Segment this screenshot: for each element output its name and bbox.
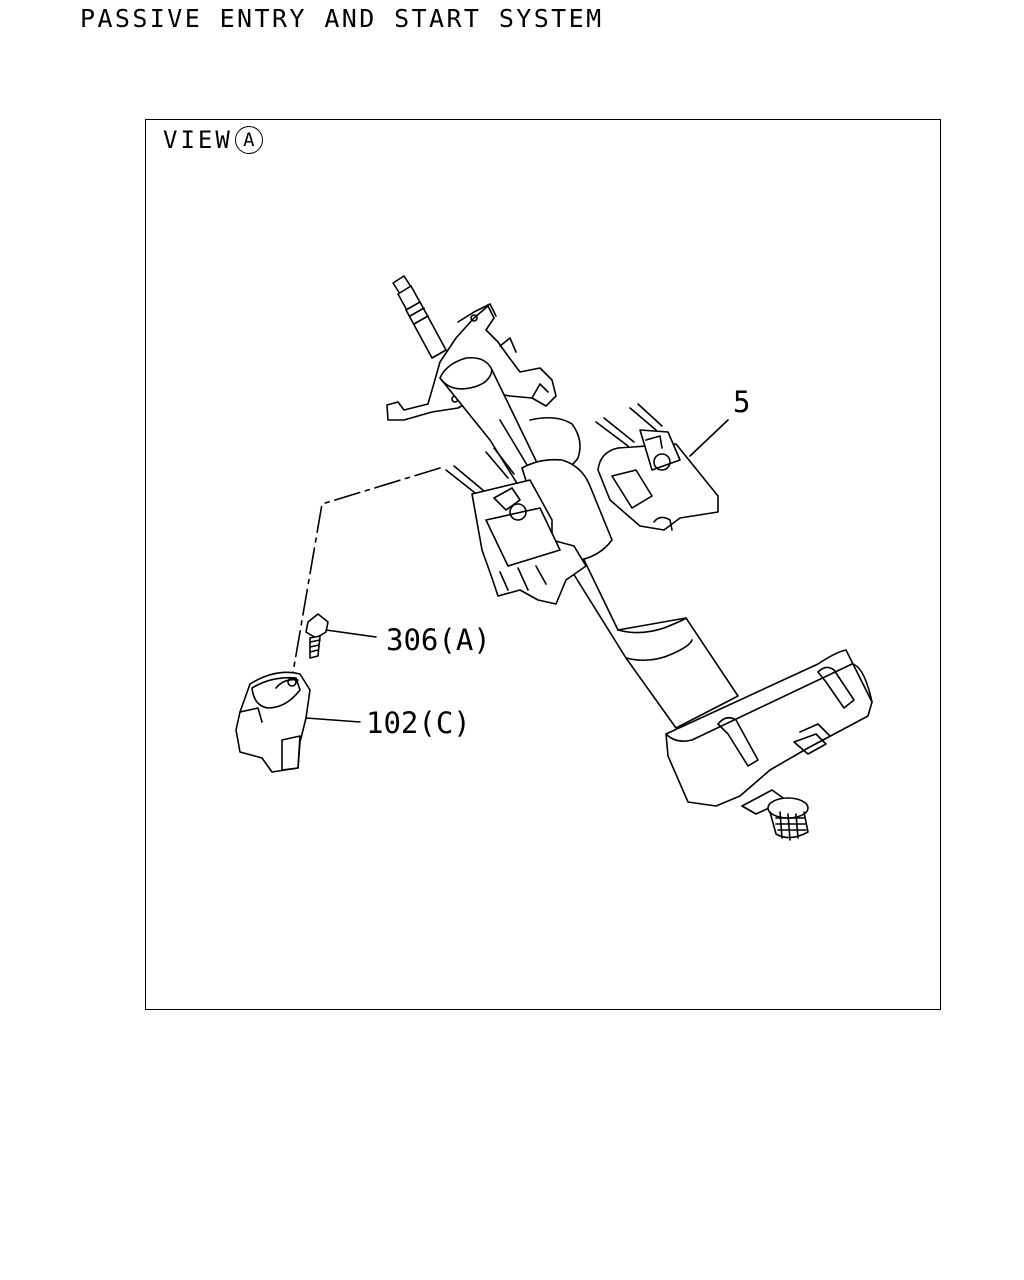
callout-part-102: 102(C) [366, 706, 471, 740]
bolt-306 [306, 614, 376, 658]
view-letter-circle: A [234, 126, 263, 154]
column-switch-assembly [446, 448, 586, 604]
page-title: PASSIVE ENTRY AND START SYSTEM [80, 4, 604, 33]
upper-shaft [393, 276, 446, 358]
lower-housing [666, 650, 872, 806]
leader-part-5 [690, 420, 728, 456]
module-102 [236, 672, 360, 772]
callout-part-306: 306(A) [386, 623, 491, 657]
view-label: VIEW A [163, 126, 263, 154]
diagram-frame [145, 119, 941, 1010]
column-tube [440, 358, 738, 728]
callout-part-5: 5 [733, 385, 751, 419]
spline-gear [742, 790, 808, 840]
immobilizer-unit [596, 404, 718, 530]
view-prefix: VIEW [163, 126, 233, 154]
